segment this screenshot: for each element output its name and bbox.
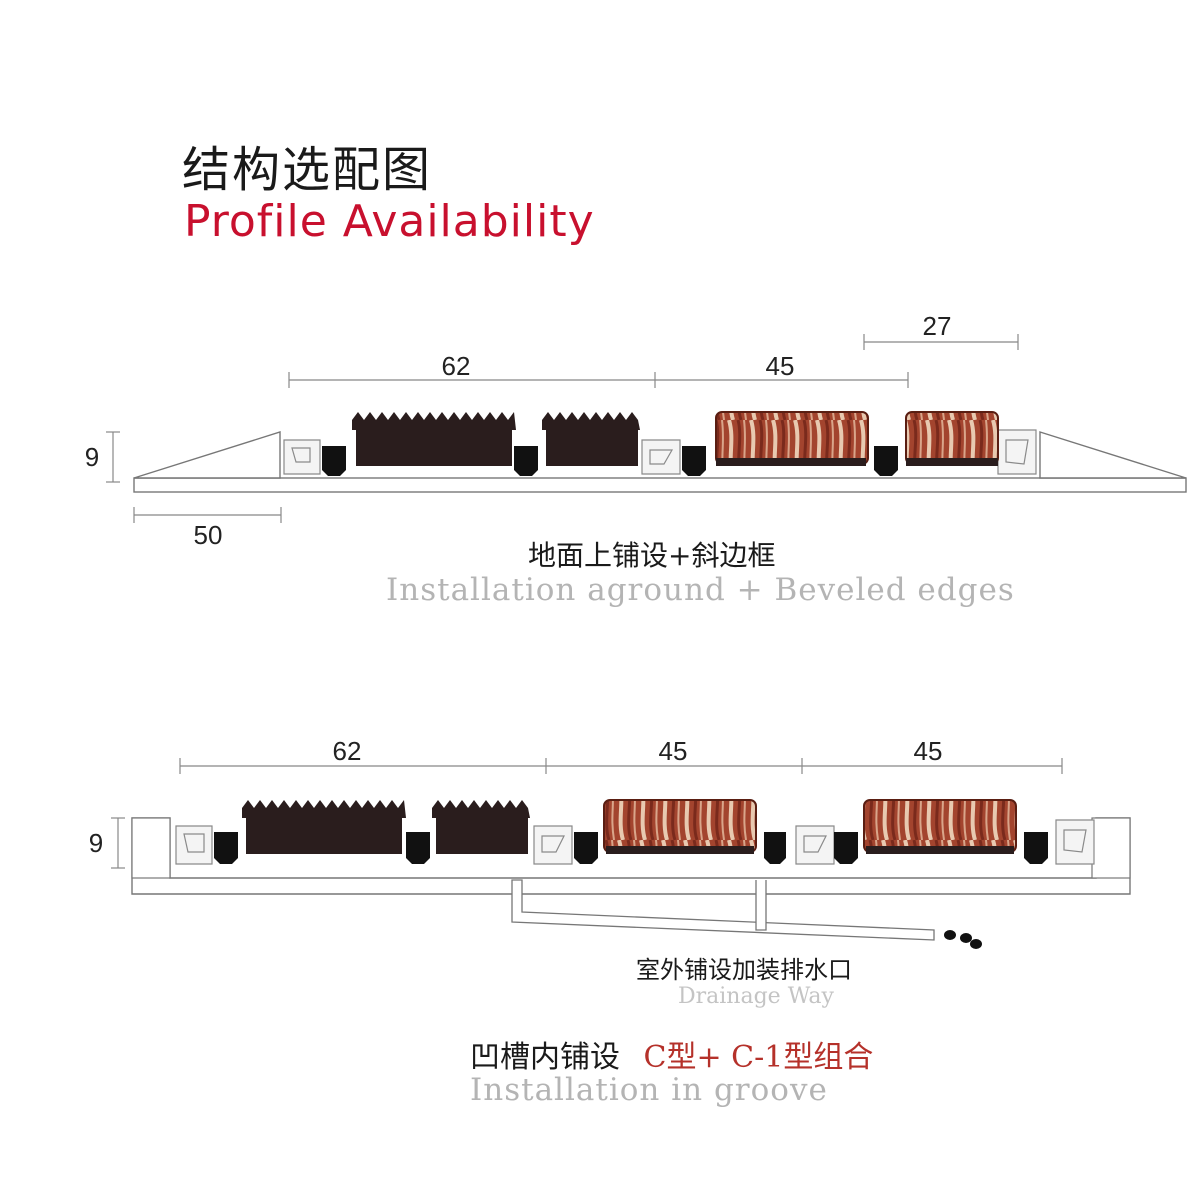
connector-feet-1 [322, 446, 898, 476]
drainage-pipe [511, 879, 935, 941]
groove-side-left [131, 817, 171, 879]
dim-45-top: 45 [766, 351, 795, 381]
carpet-strip-1a [715, 411, 869, 466]
caption-groove-cn-prefix: 凹槽内铺设 [470, 1040, 620, 1075]
rubber-strip-2a [242, 800, 406, 854]
connector-feet-2 [214, 832, 1048, 864]
rubber-strip-1a [352, 412, 516, 466]
bevel-edge-left [133, 431, 281, 479]
caption-aground-en: Installation aground + Beveled edges [386, 572, 1015, 608]
dimension-lines-2 [111, 758, 1063, 869]
rubber-strip-2b [432, 800, 530, 854]
carpet-strip-2b [863, 799, 1017, 854]
base-plate-1 [133, 477, 1187, 493]
caption-groove-cn-type: C型+ C-1型组合 [643, 1040, 874, 1075]
caption-groove-en: Installation in groove [470, 1072, 828, 1108]
aluminum-profiles-2 [175, 819, 1095, 865]
dim-45-groove-a: 45 [659, 736, 688, 766]
dim-50-bottom: 50 [194, 520, 223, 550]
dim-9-groove: 9 [89, 828, 103, 858]
carpet-strip-2a [603, 799, 757, 854]
drainage-caption-cn: 室外铺设加装排水口 [636, 956, 852, 984]
dim-27-top: 27 [923, 311, 952, 341]
dim-45-groove-b: 45 [914, 736, 943, 766]
rubber-strip-1b [542, 412, 640, 466]
dimension-lines-1 [106, 334, 1019, 523]
aluminum-profiles-1 [283, 429, 1037, 475]
groove-side-right [1091, 817, 1131, 879]
title-chinese: 结构选配图 [182, 142, 433, 198]
dim-62-groove: 62 [333, 736, 362, 766]
title-english: Profile Availability [184, 196, 595, 247]
dim-62-top: 62 [442, 351, 471, 381]
diagram-aground: 62 45 27 9 50 [85, 311, 1187, 550]
water-drops-icon [944, 930, 982, 949]
dim-9-left: 9 [85, 442, 99, 472]
diagram-groove: 62 45 45 9 [89, 736, 1131, 949]
caption-aground-cn: 地面上铺设+斜边框 [528, 539, 776, 572]
bevel-edge-right [1039, 431, 1187, 479]
carpet-strip-1b [905, 411, 999, 466]
caption-groove-cn: 凹槽内铺设 C型+ C-1型组合 [470, 1032, 873, 1076]
drainage-caption-en: Drainage Way [678, 984, 834, 1009]
